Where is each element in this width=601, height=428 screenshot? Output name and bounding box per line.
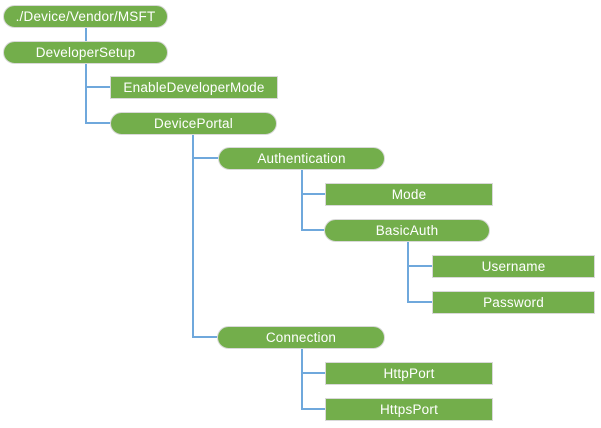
- connector-to-basicauth: [301, 229, 325, 231]
- node-basicauth: BasicAuth: [324, 219, 490, 242]
- node-mode: Mode: [325, 183, 493, 206]
- connector-to-enabledevelopermode: [85, 86, 111, 88]
- node-httpsport: HttpsPort: [325, 398, 493, 421]
- node-device-vendor-msft: ./Device/Vendor/MSFT: [3, 5, 168, 28]
- node-password: Password: [432, 291, 595, 314]
- connector-deviceportal-trunk: [192, 135, 194, 338]
- connector-to-httpsport: [301, 408, 326, 410]
- node-httpport: HttpPort: [325, 362, 493, 385]
- connector-root-to-developersetup: [85, 28, 87, 42]
- connector-to-username: [407, 265, 433, 267]
- connector-authentication-trunk: [301, 170, 303, 231]
- node-authentication: Authentication: [218, 147, 385, 170]
- connector-to-connection: [192, 336, 218, 338]
- node-enabledevelopermode: EnableDeveloperMode: [110, 76, 278, 99]
- node-developersetup: DeveloperSetup: [3, 41, 168, 64]
- connector-to-httpport: [301, 372, 326, 374]
- connector-connection-trunk: [301, 349, 303, 410]
- connector-to-deviceportal: [85, 122, 111, 124]
- connector-to-password: [407, 301, 433, 303]
- node-deviceportal: DevicePortal: [110, 112, 277, 135]
- connector-to-authentication: [192, 157, 219, 159]
- node-connection: Connection: [217, 326, 385, 349]
- node-username: Username: [432, 255, 595, 278]
- connector-to-mode: [301, 193, 326, 195]
- connector-developersetup-trunk: [85, 64, 87, 124]
- connector-basicauth-trunk: [407, 242, 409, 303]
